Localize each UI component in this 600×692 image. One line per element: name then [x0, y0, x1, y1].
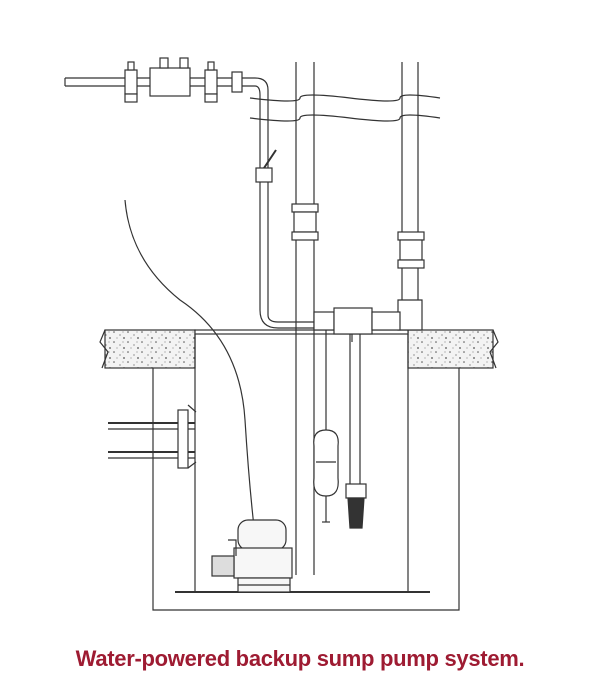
inlet-drain-pipe — [108, 404, 197, 469]
pipe-break-symbol — [249, 94, 441, 122]
backflow-preventer-icon — [124, 57, 243, 103]
sump-pit — [152, 329, 460, 611]
floor-slab — [99, 329, 499, 369]
float-switch-icon — [313, 330, 339, 523]
pump-manifold — [313, 307, 401, 342]
sump-pump-diagram — [64, 57, 499, 611]
pump-power-cord — [124, 199, 259, 561]
backup-discharge-pipe — [397, 62, 425, 331]
backup-pump-drop-pipe — [349, 334, 361, 488]
ball-valve-icon — [255, 149, 277, 183]
water-supply-line — [64, 77, 315, 329]
submersible-pump-icon — [211, 519, 293, 593]
discharge-pipe — [291, 62, 319, 575]
figure-caption: Water-powered backup sump pump system. — [75, 646, 525, 671]
strainer-icon — [345, 483, 367, 529]
